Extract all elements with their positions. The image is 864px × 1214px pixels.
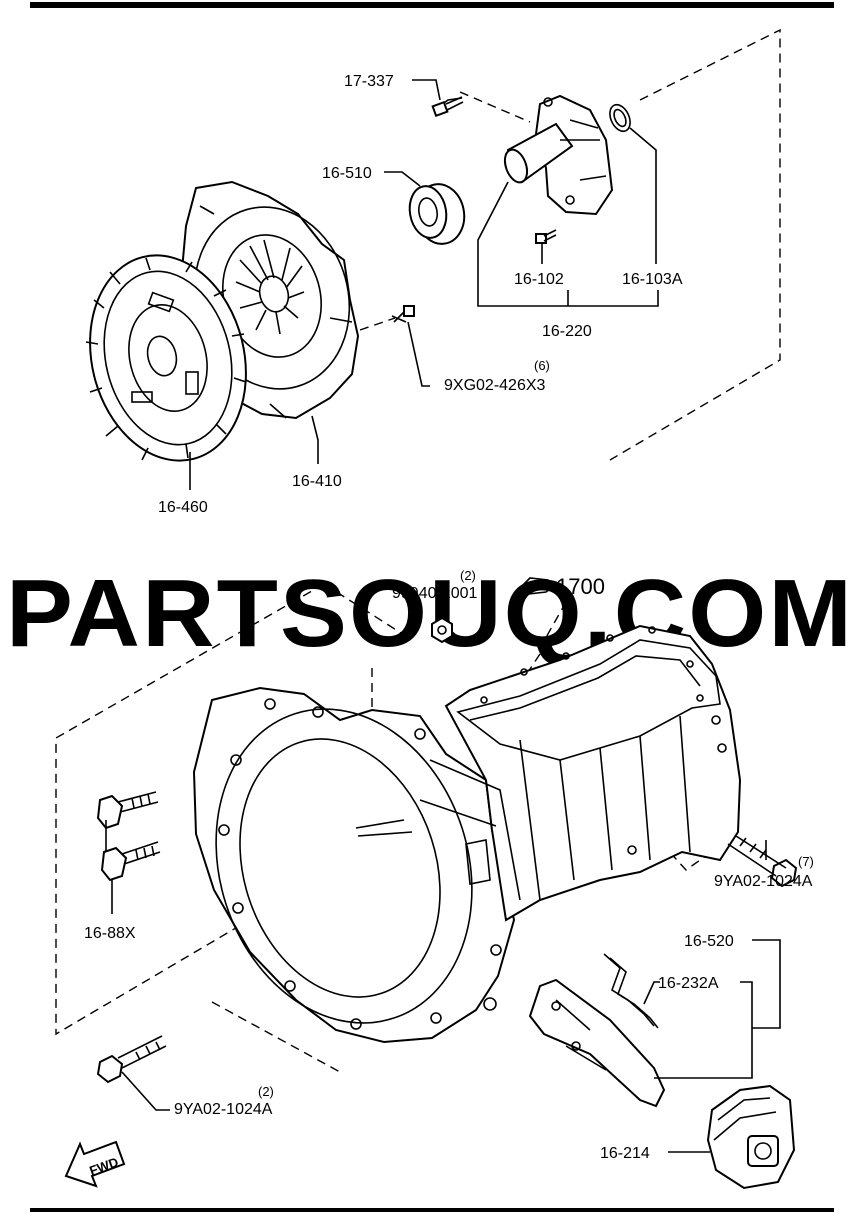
bolt-9XG02-icon [391,305,415,323]
label-17-337: 17-337 [344,73,394,90]
bracket-16-520 [654,939,781,1079]
leader-16-410 [311,415,319,464]
release-bearing-icon [408,183,466,245]
label-16-410: 16-410 [292,473,342,490]
label-9YA02-right: 9YA02-1024A [714,873,813,890]
label-9XG02: 9XG02-426X3 [444,377,546,394]
ref-1700-icon [520,577,556,595]
label-16-103A: 16-103A [622,271,683,288]
label-16-510: 16-510 [322,165,372,182]
stud-bolts-16-88X-icon [96,791,161,882]
leader-16-510 [384,171,421,187]
bolt-9YA02-right-icon [727,835,798,888]
release-fork-icon [528,978,666,1108]
label-1700: 1700 [556,574,605,599]
qty-9YA02-bottom: (2) [258,1084,274,1099]
watermark: PARTSOUQ.COM [6,560,854,667]
bolt-17-337-icon [431,96,464,118]
label-16-220: 16-220 [542,323,592,340]
bottom-border [30,1208,834,1212]
leader-16-232A [643,981,660,1005]
release-collar-icon [503,94,614,216]
nut-99940-icon [431,616,453,644]
label-16-520: 16-520 [684,933,734,950]
top-border [30,2,834,8]
label-9YA02-bottom: 9YA02-1024A [174,1101,273,1118]
leader-17-337 [412,79,441,101]
oil-seal-16-103A-icon [609,103,631,133]
label-16-460: 16-460 [158,499,208,516]
label-16-88X: 16-88X [84,925,136,942]
qty-9XG02: (6) [534,358,550,373]
label-16-232A: 16-232A [658,975,719,992]
fwd-arrow-icon: FWD [64,1140,126,1188]
leader-9YA02-bottom [121,1071,170,1111]
upper-dashed-envelope [359,28,781,461]
qty-9YA02-right: (7) [798,854,814,869]
label-99940: 99940-1001 [392,585,478,602]
spring-16-232A-icon [603,953,659,1029]
qty-99940: (2) [460,568,476,583]
leader-16-103A [629,127,657,264]
bracket-16-220 [477,181,659,307]
transmission-case-icon [192,624,742,1044]
arrow-1700 [539,601,567,649]
arrow-1700-head [534,640,546,652]
clutch-disc-icon [85,254,247,462]
label-16-102: 16-102 [514,271,564,288]
dust-boot-16-214-icon [706,1084,796,1190]
label-16-214: 16-214 [600,1145,650,1162]
bolt-16-102-icon [535,229,557,244]
bolt-9YA02-bottom-icon [96,1035,167,1084]
leader-9XG02 [407,321,430,387]
